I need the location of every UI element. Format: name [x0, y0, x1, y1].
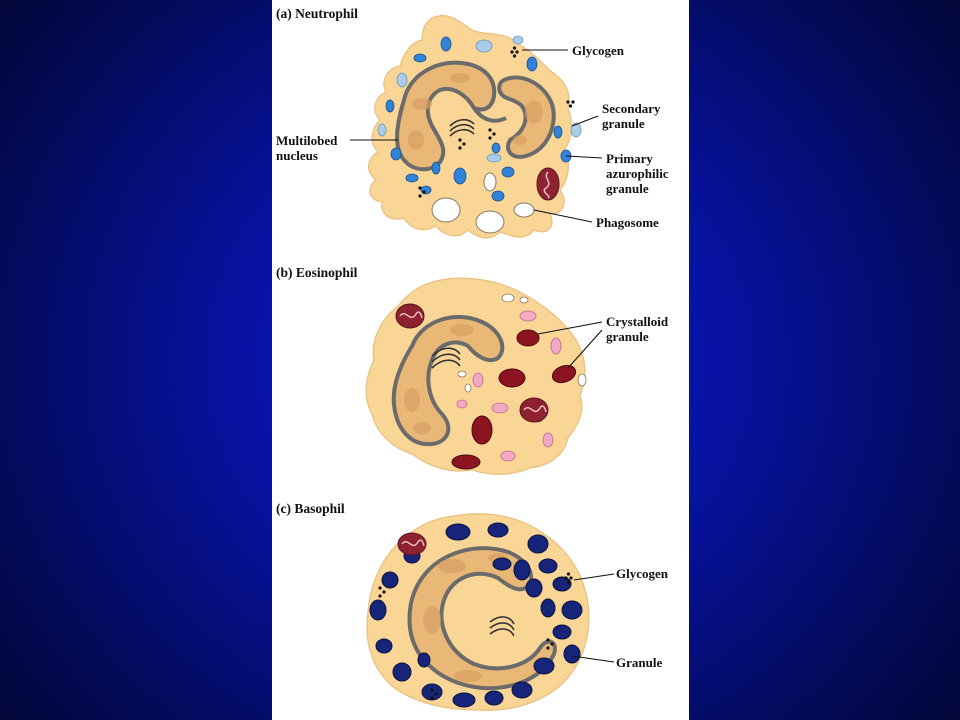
basophil-glycogen-dots — [378, 572, 573, 700]
neutrophil-secondary-granules — [377, 35, 582, 163]
crystalloid-granule-label: Crystalloid granule — [606, 314, 668, 344]
basophil-cell — [366, 513, 615, 711]
glycogen-label: Glycogen — [572, 43, 624, 58]
basophil-golgi — [489, 616, 515, 637]
neutrophil-golgi — [449, 118, 475, 137]
eosinophil-crystalloid-granules — [451, 329, 577, 470]
neutrophil-nucleus-bridge — [472, 106, 507, 123]
multilobed-nucleus-label-line-2: nucleus — [276, 148, 318, 163]
eosinophil-golgi — [431, 347, 461, 369]
basophil-granule-label: Granule — [616, 655, 663, 670]
primary-granule-label-line-3: granule — [606, 181, 649, 196]
primary-granule-label-line-2: azurophilic — [606, 166, 669, 181]
crystalloid-granule-label-line-1: Crystalloid — [606, 314, 669, 329]
primary-granule-label: Primary azurophilic granule — [606, 151, 669, 196]
diagram-panel: (a) Neutrophil Glycogen Secondary granul… — [272, 0, 689, 720]
secondary-granule-label-line-1: Secondary — [602, 101, 661, 116]
basophil-mitochondrion — [397, 532, 427, 556]
basophil-granules — [369, 522, 583, 708]
secondary-granule-label-line-2: granule — [602, 116, 645, 131]
multilobed-nucleus-label-line-1: Multilobed — [276, 133, 338, 148]
crystalloid-granule-label-line-2: granule — [606, 329, 649, 344]
neutrophil-glycogen-dots — [418, 46, 575, 198]
eosinophil-chromatin — [404, 324, 474, 434]
basophil-glycogen-label: Glycogen — [616, 566, 668, 581]
eosinophil-title: (b) Eosinophil — [276, 265, 358, 280]
neutrophil-mitochondrion — [536, 167, 560, 201]
neutrophil-cell — [350, 15, 603, 239]
neutrophil-primary-granules — [385, 36, 572, 202]
eosinophil-pink-granules — [456, 310, 562, 462]
eosinophil-vesicles — [457, 293, 587, 423]
eosinophil-cell — [365, 277, 603, 475]
primary-granule-label-line-1: Primary — [606, 151, 653, 166]
phagosome-label: Phagosome — [596, 215, 659, 230]
eosinophil-nucleus — [391, 314, 505, 447]
neutrophil-title: (a) Neutrophil — [276, 6, 358, 21]
multilobed-nucleus-label: Multilobed nucleus — [276, 133, 337, 163]
eosinophil-mitochondria — [395, 303, 549, 423]
secondary-granule-label: Secondary granule — [602, 101, 661, 131]
leukocyte-diagram — [350, 15, 615, 711]
neutrophil-phagosomes — [431, 172, 535, 234]
basophil-title: (c) Basophil — [276, 501, 345, 516]
neutrophil-chromatin — [408, 73, 543, 150]
